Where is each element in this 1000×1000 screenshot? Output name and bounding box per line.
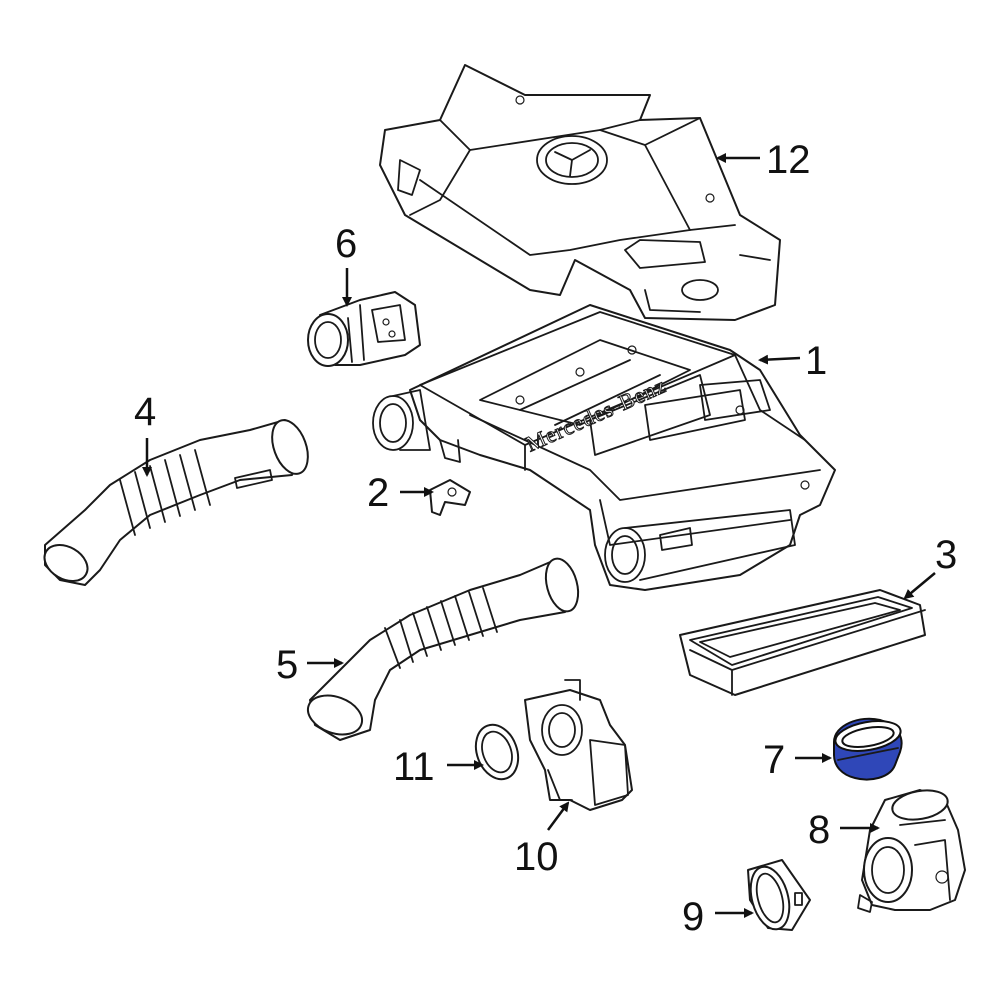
- callout-11[interactable]: 11: [393, 745, 435, 789]
- callout-arrows: [142, 153, 936, 918]
- air-filter-housing-part-1[interactable]: Mercedes-Benz: [372, 304, 836, 591]
- callout-10[interactable]: 10: [514, 835, 559, 879]
- callout-1[interactable]: 1: [805, 339, 827, 383]
- clamp-ring-part-9[interactable]: [744, 859, 811, 934]
- callout-8[interactable]: 8: [808, 808, 830, 852]
- callout-5[interactable]: 5: [276, 643, 298, 687]
- air-mass-sensor-part-6[interactable]: [307, 291, 421, 367]
- callout-7[interactable]: 7: [763, 738, 785, 782]
- engine-cover-part-12[interactable]: [379, 64, 781, 321]
- air-filter-element-part-3[interactable]: [679, 589, 926, 696]
- callout-6[interactable]: 6: [335, 222, 357, 266]
- callout-9[interactable]: 9: [682, 895, 704, 939]
- intake-hose-part-4[interactable]: [38, 415, 315, 588]
- callout-4[interactable]: 4: [134, 390, 156, 434]
- air-duct-part-8[interactable]: [857, 786, 966, 913]
- bracket-part-2[interactable]: [429, 479, 471, 516]
- callout-12[interactable]: 12: [766, 138, 811, 182]
- throttle-body-part-10[interactable]: [524, 679, 633, 811]
- callout-labels: 1 2 3 4 5 6 7 8 9 10 11 12: [134, 138, 957, 939]
- callout-3[interactable]: 3: [935, 533, 957, 577]
- seal-ring-part-11[interactable]: [469, 719, 526, 785]
- coupling-part-7[interactable]: [833, 716, 903, 781]
- arrow-3: [903, 572, 936, 600]
- arrow-10: [546, 801, 570, 831]
- intake-hose-part-5[interactable]: [303, 555, 584, 741]
- arrow-1: [758, 354, 801, 365]
- callout-2[interactable]: 2: [367, 471, 389, 515]
